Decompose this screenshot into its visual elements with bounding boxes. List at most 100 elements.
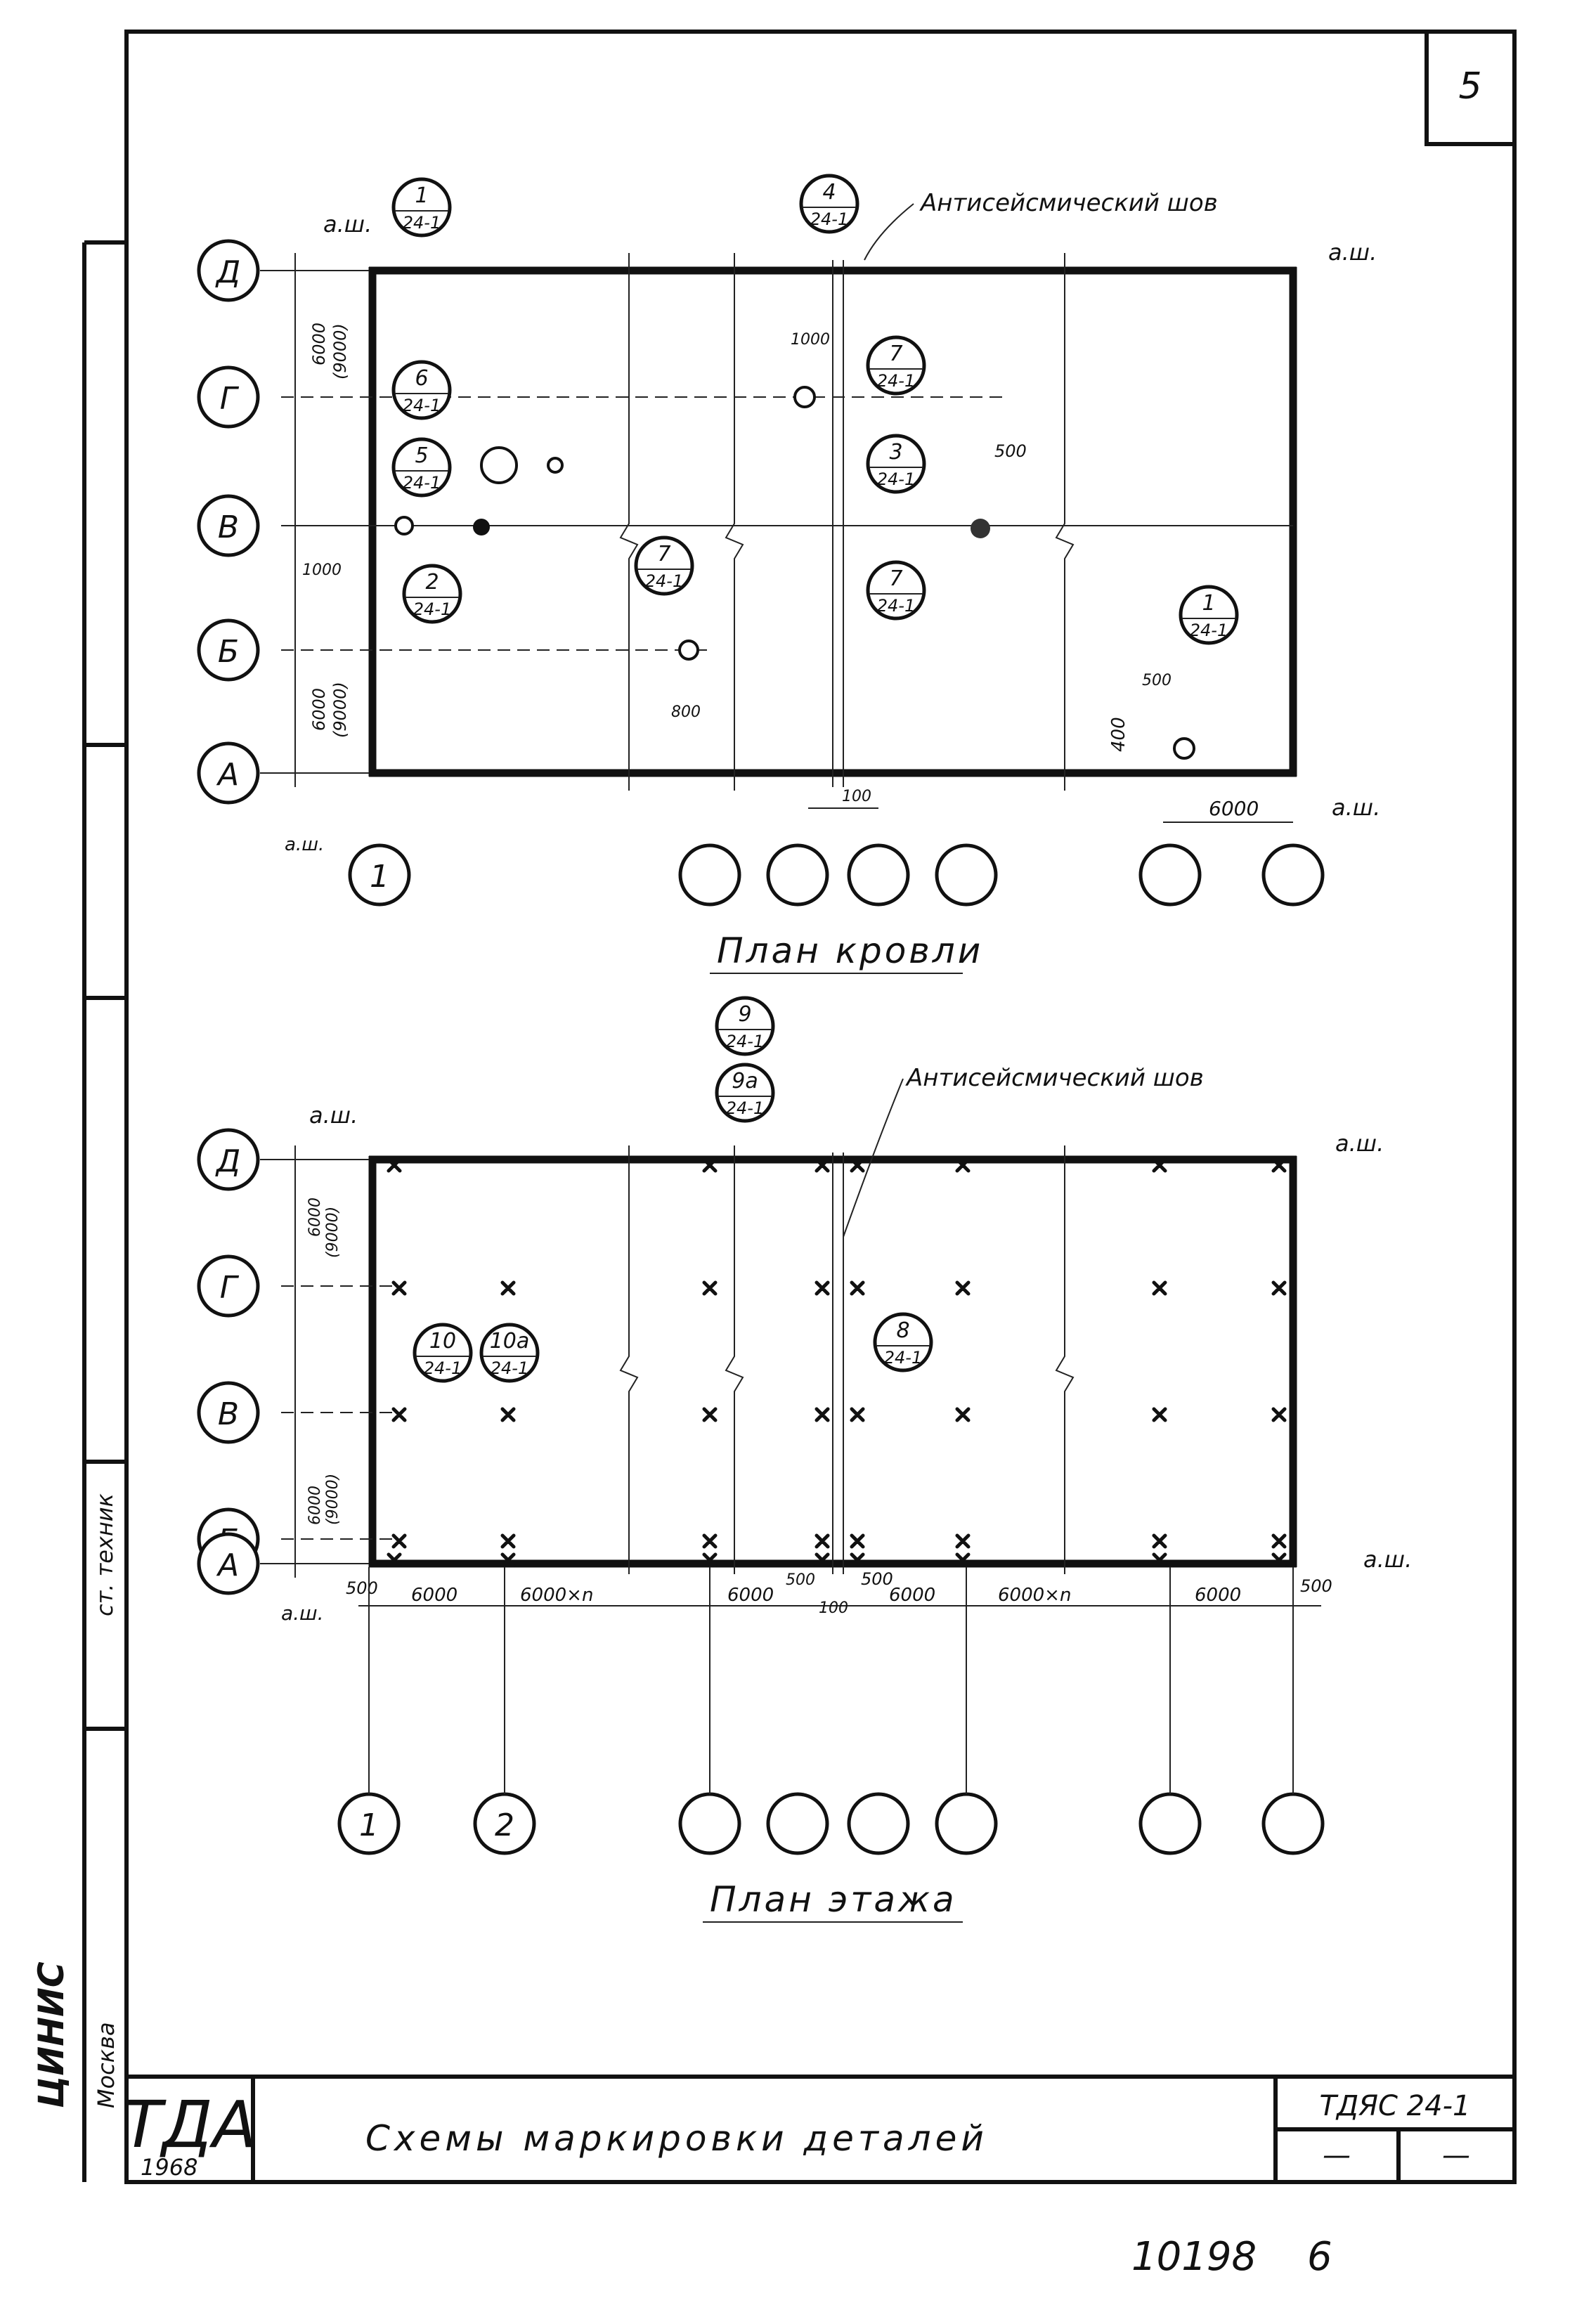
roof-callout: 1 24-1 (391, 177, 452, 238)
dim-label: 6000 (309, 688, 329, 731)
axis-bubble (766, 843, 829, 907)
dim-label: (9000) (330, 323, 350, 379)
svg-text:5: 5 (415, 443, 428, 468)
axis-bubble (197, 1254, 260, 1318)
logo-tda: ТДА (122, 2087, 257, 2162)
svg-text:3: 3 (889, 440, 902, 465)
dim-label: 500 (346, 1578, 378, 1598)
svg-text:24-1: 24-1 (403, 396, 441, 415)
axis-bubble (197, 494, 260, 557)
drawing-code: ТДЯС 24-1 (1320, 2090, 1471, 2122)
svg-text:6: 6 (415, 366, 428, 391)
side-stamp-role: ст. техник (91, 1493, 118, 1616)
axis-bubble (1261, 843, 1325, 907)
roof-drain-marker (473, 519, 490, 535)
axis-ref-label: а.ш. (285, 834, 324, 855)
svg-text:24-1: 24-1 (726, 1032, 764, 1051)
roof-plan: Антисейсмический шов Д Г В Б А 6000 (900… (197, 174, 1380, 974)
svg-text:24-1: 24-1 (877, 596, 915, 616)
axis-label: В (218, 509, 239, 545)
side-stamp-org: ЦИНИС (31, 1961, 72, 2108)
axis-bubble (1138, 1792, 1202, 1855)
dim-label: 500 (861, 1569, 893, 1589)
floor-callout: 10 24-1 (413, 1323, 473, 1383)
svg-text:24-1: 24-1 (884, 1348, 922, 1368)
svg-text:7: 7 (889, 342, 902, 366)
sheet-number-box (1425, 30, 1517, 146)
svg-text:24-1: 24-1 (810, 209, 848, 229)
roof-break-line (619, 253, 639, 791)
dim-label: 6000×n (998, 1585, 1071, 1606)
roof-callout: 4 24-1 (799, 174, 859, 234)
side-stamp-city: Москва (93, 2022, 119, 2108)
svg-text:24-1: 24-1 (403, 473, 441, 493)
floor-callout: 9а 24-1 (715, 1063, 775, 1123)
roof-drain-marker (547, 457, 564, 474)
svg-text:24-1: 24-1 (877, 469, 915, 489)
axis-bubble (678, 843, 741, 907)
floor-seismic-leader (843, 1078, 904, 1238)
axis-ref-label: а.ш. (1335, 1130, 1384, 1157)
floor-break-line (725, 1145, 744, 1574)
title-cell-a: — (1323, 2139, 1351, 2172)
dim-label: 6000 (727, 1585, 774, 1606)
axis-bubble (766, 1792, 829, 1855)
dim-label: (9000) (330, 682, 350, 738)
roof-drain-marker (678, 640, 699, 661)
axis-bubble (197, 1128, 260, 1191)
roof-callout: 7 24-1 (866, 560, 926, 621)
axis-label: Г (220, 1270, 240, 1306)
title-cell-b: — (1442, 2139, 1470, 2172)
axis-bubble (678, 1792, 741, 1855)
svg-text:9а: 9а (732, 1069, 758, 1093)
axis-label: 2 (495, 1807, 514, 1843)
dim-label: 500 (994, 441, 1027, 461)
dim-label: (9000) (324, 1474, 342, 1525)
svg-text:7: 7 (657, 542, 670, 566)
axis-label: Г (220, 381, 240, 417)
svg-text:9: 9 (738, 1002, 751, 1027)
axis-label: А (216, 757, 239, 793)
axis-bubble (197, 618, 260, 682)
dim-label: 6000 (889, 1585, 935, 1606)
svg-text:8: 8 (896, 1318, 909, 1343)
dim-label: 500 (1300, 1576, 1332, 1596)
axis-bubble (197, 1381, 260, 1444)
floor-callout: 8 24-1 (873, 1312, 933, 1372)
svg-text:24-1: 24-1 (1190, 621, 1228, 640)
roof-break-line (1055, 253, 1075, 791)
roof-drain-marker (971, 519, 990, 538)
axis-ref-label: а.ш. (323, 211, 372, 238)
axis-bubble (197, 741, 260, 805)
roof-seismic-leader (864, 203, 914, 261)
svg-text:4: 4 (822, 180, 836, 205)
dim-label: (9000) (324, 1207, 342, 1258)
roof-break-line (725, 253, 744, 791)
axis-label: Д (215, 1143, 240, 1179)
dim-label: 800 (671, 703, 701, 721)
roof-plan-caption: План кровли (717, 930, 983, 971)
svg-text:1: 1 (415, 183, 428, 208)
svg-text:7: 7 (889, 566, 902, 591)
svg-text:24-1: 24-1 (413, 599, 451, 619)
floor-plate-markers (387, 1157, 1287, 1568)
roof-callout: 7 24-1 (866, 335, 926, 396)
dim-label: 500 (786, 1571, 815, 1589)
floor-break-line (619, 1145, 639, 1574)
dim-label: 1000 (791, 331, 830, 349)
axis-ref-label: а.ш. (1332, 794, 1380, 821)
axis-bubble (1138, 843, 1202, 907)
dim-label: 6000 (306, 1486, 324, 1525)
floor-callout: 10а 24-1 (479, 1323, 540, 1383)
axis-bubble (847, 843, 910, 907)
axis-label: 1 (370, 859, 389, 895)
roof-row-bubbles: Д Г В Б А (197, 239, 260, 805)
svg-text:24-1: 24-1 (877, 371, 915, 391)
axis-bubble (935, 843, 998, 907)
roof-callout: 7 24-1 (634, 535, 694, 596)
axis-label: 1 (359, 1807, 379, 1843)
roof-seismic-joint-label: Антисейсмический шов (919, 189, 1218, 217)
axis-bubble (197, 239, 260, 302)
roof-drain-marker (394, 516, 414, 535)
dim-label: 6000 (411, 1585, 457, 1606)
